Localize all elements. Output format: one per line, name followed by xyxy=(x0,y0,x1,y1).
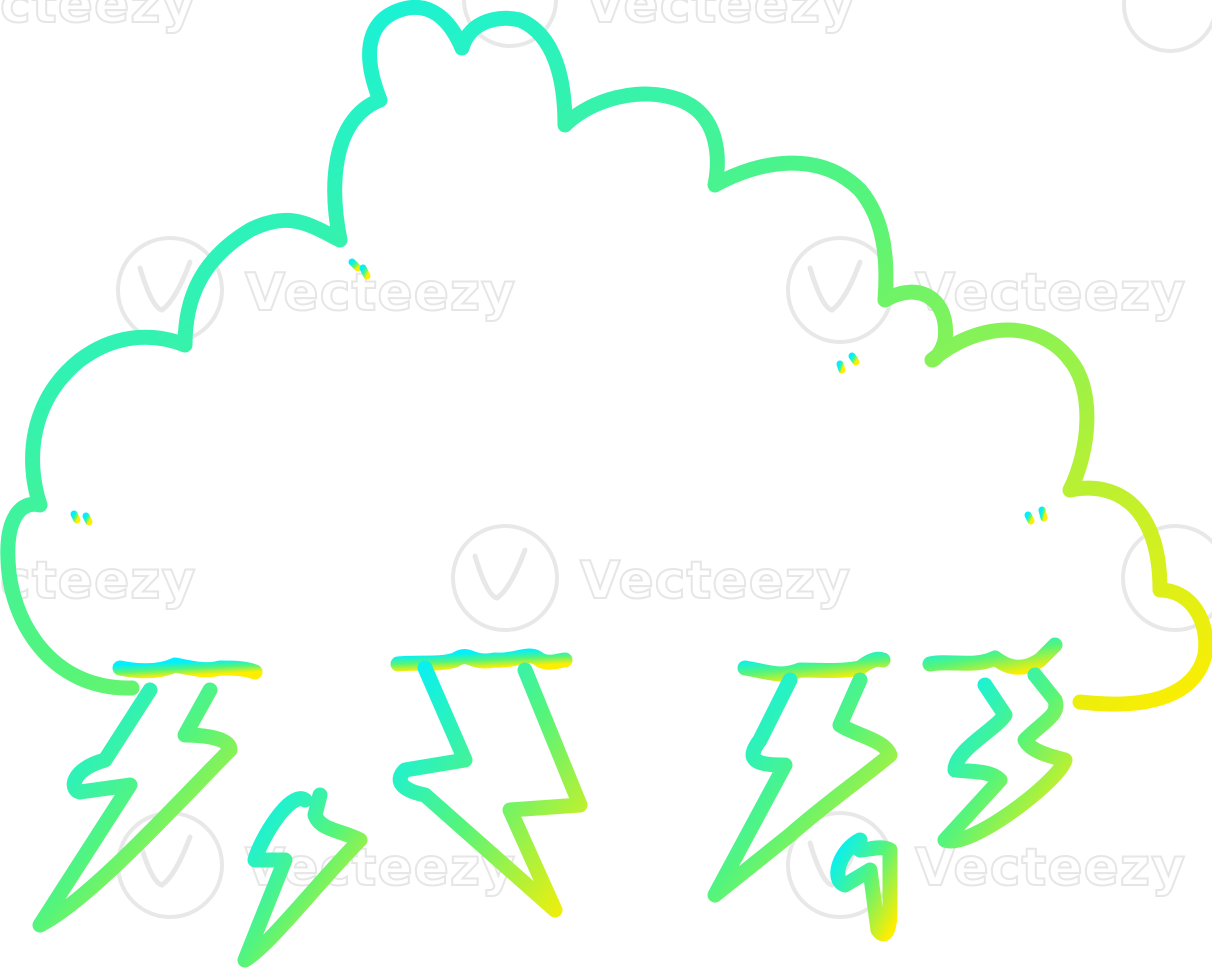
highlight-mark xyxy=(359,264,371,280)
lightning-bolt-2 xyxy=(237,787,368,968)
highlight-mark xyxy=(70,510,81,524)
cloud-scallop-left xyxy=(112,657,263,680)
cloud-outline xyxy=(0,0,1212,712)
highlight-mark xyxy=(348,258,362,272)
cloud-highlight-marks xyxy=(70,258,1048,526)
highlight-mark xyxy=(848,352,860,366)
lightning-bolt-3 xyxy=(392,660,588,918)
cloud-scallop-right-a xyxy=(737,651,891,682)
highlight-mark xyxy=(82,512,93,526)
highlight-mark xyxy=(836,360,846,374)
lightning-bolt-5 xyxy=(830,832,898,942)
lightning-bolt-1 xyxy=(32,682,238,933)
highlight-mark xyxy=(1038,506,1048,522)
cloud-scallop-right-b xyxy=(922,637,1063,675)
cloud-scallop-center xyxy=(390,648,573,672)
highlight-mark xyxy=(1024,511,1035,525)
lightning-bolt-6 xyxy=(937,667,1073,849)
lightning-bolt-4 xyxy=(707,672,898,903)
